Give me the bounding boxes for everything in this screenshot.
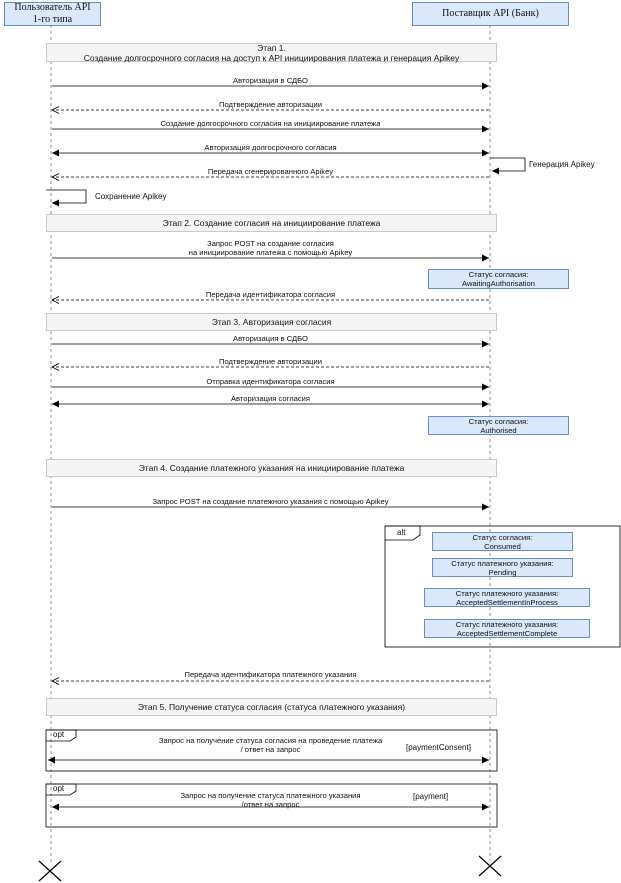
stage-5-title: Этап 5. Получение статуса согласия (стат… (137, 702, 406, 712)
status-awaiting-value: AwaitingAuthorisation (462, 279, 535, 288)
stage-3-title: Этап 3. Авторизация согласия (211, 317, 332, 327)
message-m14-line1: Запрос на получение статуса согласия на … (158, 736, 383, 745)
status-pending: Статус платежного указания: Pending (432, 558, 573, 577)
opt-frame-1-condition: [paymentConsent] (406, 743, 471, 752)
message-m14-line2: / ответ на запрос (240, 745, 301, 754)
opt-frame-2-label: opt (53, 784, 65, 793)
status-awaiting-title: Статус согласия: (468, 270, 529, 279)
alt-frame (384, 525, 621, 648)
status-awaiting-authorisation: Статус согласия: AwaitingAuthorisation (428, 269, 569, 289)
stage-1-title: Этап 1. (257, 42, 286, 53)
stage-2-box: Этап 2. Создание согласия на инициирован… (46, 214, 497, 232)
participant-user-label: Пользователь API 1-го типа (14, 2, 91, 25)
stage-4-title: Этап 4. Создание платежного указания на … (138, 463, 405, 473)
stage-2-title: Этап 2. Создание согласия на инициирован… (162, 218, 381, 228)
status-complete-value: AcceptedSettlementComplete (456, 628, 558, 638)
message-m14: Запрос на получение статуса согласия на … (52, 736, 489, 754)
message-m15-line1: Запрос на получение статуса платежного у… (180, 791, 361, 800)
status-pending-value: Pending (488, 567, 517, 577)
stage-1-box: Этап 1. Создание долгосрочного согласия … (46, 42, 497, 63)
user-destroy-cross (38, 860, 62, 882)
stage-5-box: Этап 5. Получение статуса согласия (стат… (46, 698, 497, 716)
participant-user: Пользователь API 1-го типа (4, 2, 101, 26)
stage-1-subtitle: Создание долгосрочного согласия на досту… (83, 52, 460, 63)
participant-provider: Поставщик API (Банк) (412, 2, 569, 26)
self-arrow-saving (46, 189, 87, 207)
stage-3-box: Этап 3. Авторизация согласия (46, 313, 497, 331)
message-m10: Отправка идентификатора согласия (206, 377, 335, 386)
status-complete-title: Статус платежного указания: (455, 619, 559, 629)
message-m3: Создание долгосрочного согласия на иници… (160, 119, 381, 128)
status-consumed: Статус согласия: Consumed (432, 532, 573, 551)
self-arrow-generation (490, 157, 526, 175)
message-m12: Запрос POST на создание платежного указа… (152, 497, 389, 506)
status-in-process-title: Статус платежного указания: (455, 588, 559, 598)
message-m1: Авторизация в СДБО (233, 76, 308, 85)
opt-frame-2-tag (46, 783, 77, 796)
message-m8: Авторизация в СДБО (233, 334, 308, 343)
participant-provider-label: Поставщик API (Банк) (442, 8, 539, 19)
status-authorised: Статус согласия: Authorised (428, 416, 569, 435)
status-accepted-settlement-complete: Статус платежного указания: AcceptedSett… (424, 619, 590, 638)
opt-frame-1-label: opt (53, 730, 65, 739)
alt-frame-tag (385, 525, 421, 541)
message-m6: Запрос POST на создание согласия на иниц… (52, 239, 489, 257)
status-in-process-value: AcceptedSettlementInProcess (456, 597, 558, 607)
message-m6-line2: на инициирование платежа с помощью Apike… (188, 248, 353, 257)
status-accepted-settlement-in-process: Статус платежного указания: AcceptedSett… (424, 588, 590, 607)
status-authorised-title: Статус согласия: (468, 416, 529, 426)
message-m6-line1: Запрос POST на создание согласия (207, 239, 334, 248)
status-pending-title: Статус платежного указания: (451, 558, 554, 568)
message-m11: Авторизация согласия (230, 394, 311, 403)
status-consumed-title: Статус согласия: (472, 532, 533, 542)
message-m2: Подтверждение авторизации (218, 100, 323, 109)
stage-4-box: Этап 4. Создание платежного указания на … (46, 459, 497, 477)
message-m7: Передача идентификатора согласия (205, 290, 336, 299)
status-authorised-value: Authorised (480, 425, 517, 435)
message-m15-line2: /ответ на запрос (241, 800, 300, 809)
opt-frame-2-condition: [payment] (413, 792, 449, 801)
message-m13: Передача идентификатора платежного указа… (184, 670, 357, 679)
provider-destroy-cross (478, 855, 502, 877)
message-m9: Подтверждение авторизации (218, 357, 323, 366)
alt-frame-label: alt (397, 528, 406, 537)
opt-frame-2 (45, 783, 498, 828)
self-note-generation: Генерация Apikey (529, 160, 595, 169)
message-m15: Запрос на получение статуса платежного у… (52, 791, 489, 809)
opt-frame-1 (45, 729, 498, 772)
message-m4: Авторизация долгосрочного согласия (204, 143, 337, 152)
opt-frame-1-tag (46, 729, 77, 742)
message-m5: Передача сгенерированного Apikey (207, 167, 334, 176)
status-consumed-value: Consumed (484, 541, 521, 551)
self-note-saving: Сохранение Apikey (95, 192, 167, 201)
